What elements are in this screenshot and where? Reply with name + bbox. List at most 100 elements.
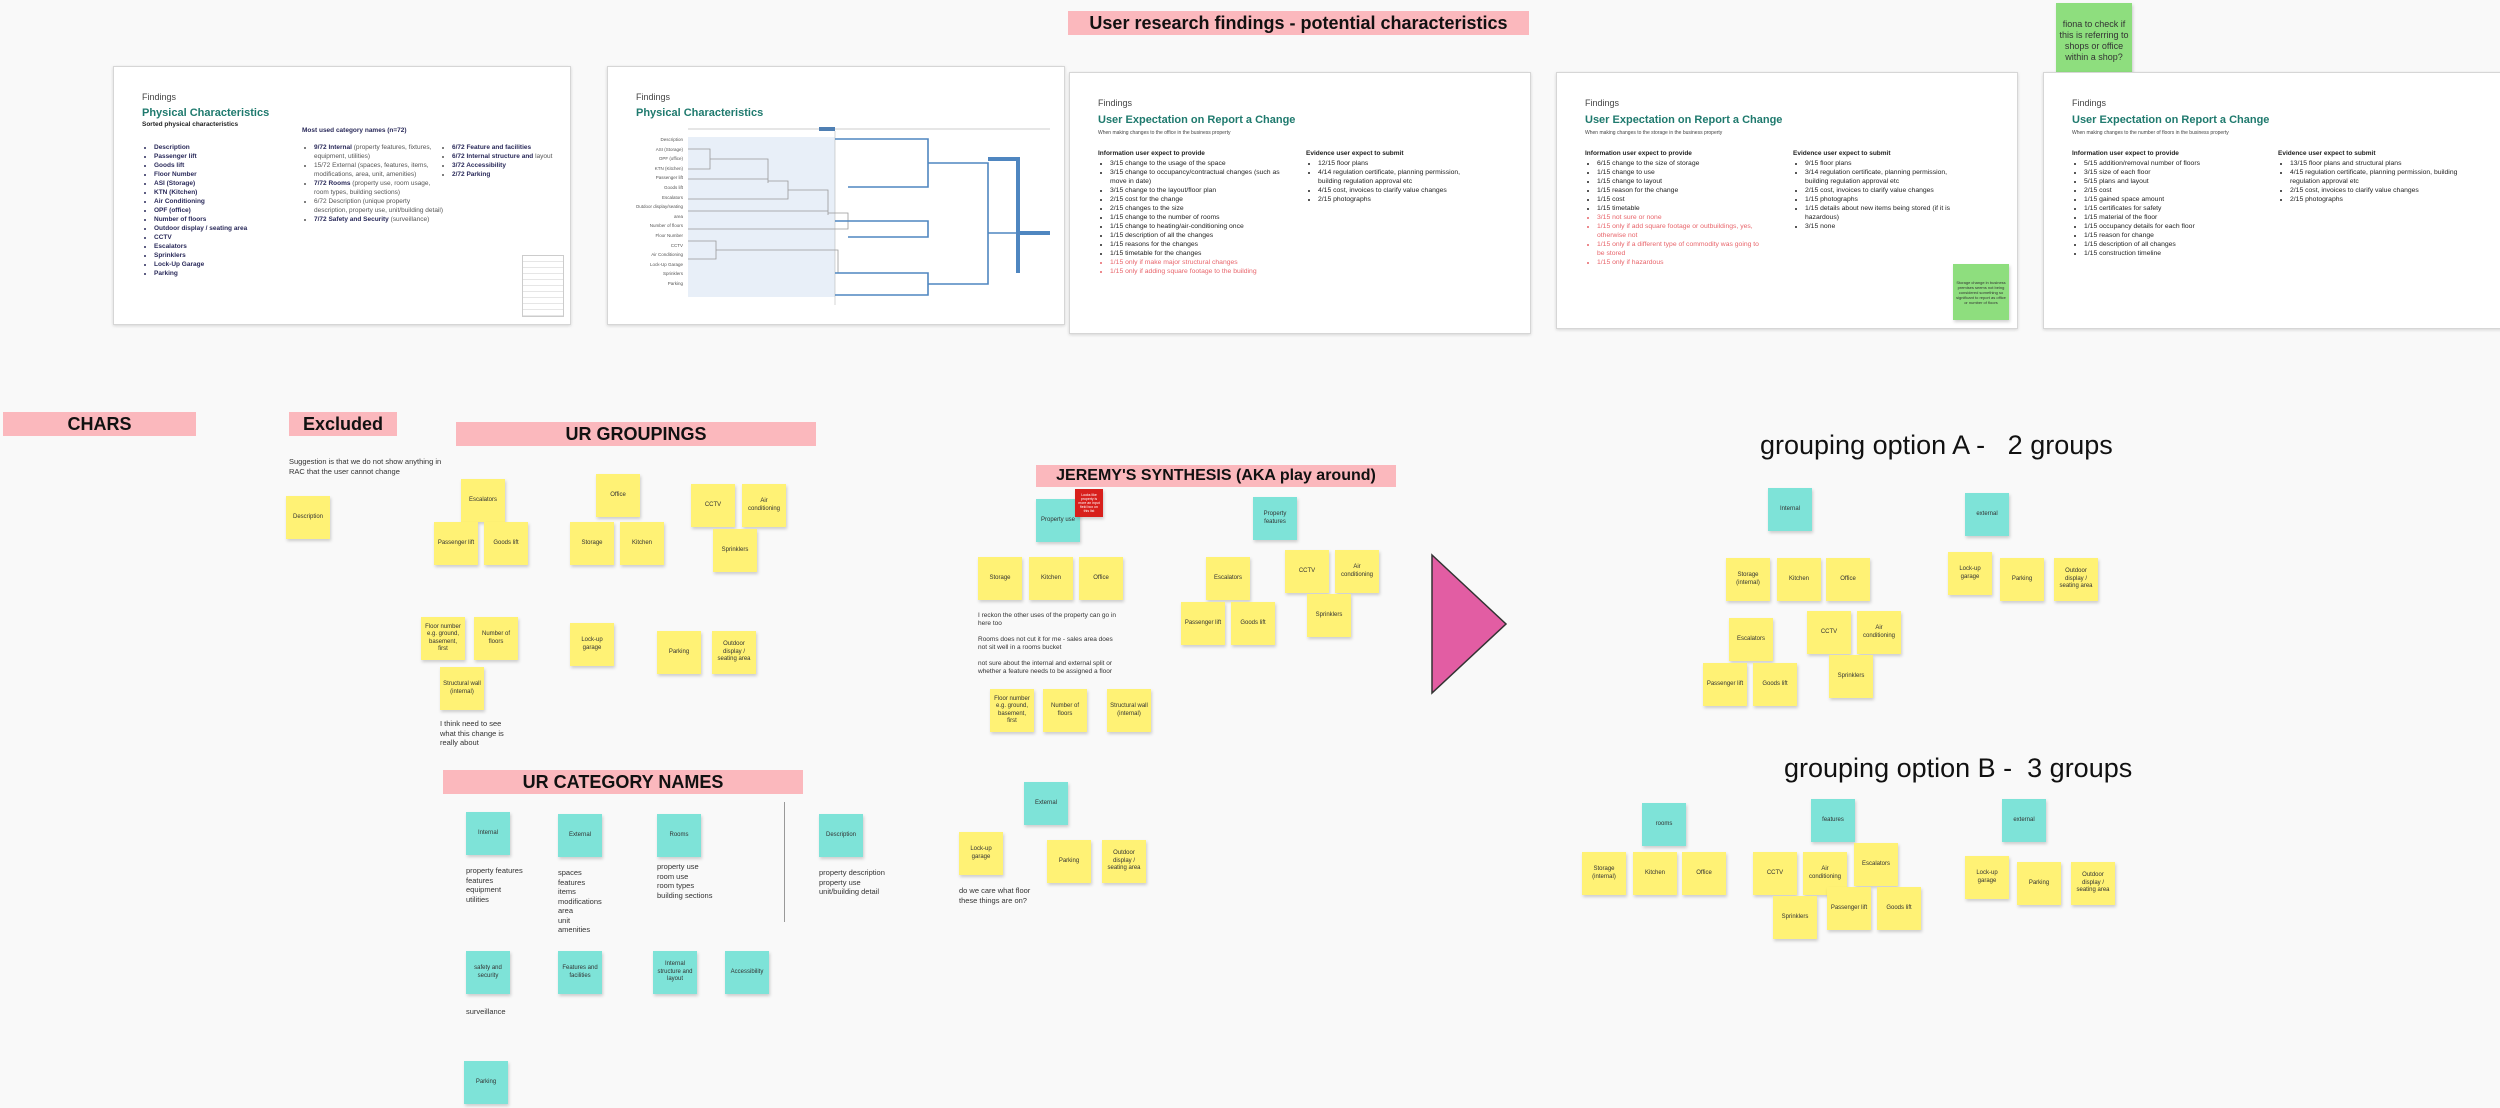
sticky-parking[interactable]: Parking bbox=[657, 631, 701, 674]
sticky-floor-number-j[interactable]: Floor number e.g. ground, basement, firs… bbox=[990, 689, 1034, 732]
sticky-internal[interactable]: Internal bbox=[466, 812, 510, 855]
sticky-escalators-a[interactable]: Escalators bbox=[1729, 618, 1773, 661]
sticky-internal-a[interactable]: Internal bbox=[1768, 488, 1812, 531]
sticky-kitchen-j[interactable]: Kitchen bbox=[1029, 557, 1073, 600]
sticky-external-a[interactable]: external bbox=[1965, 493, 2009, 536]
sticky-passenger-lift-b[interactable]: Passenger lift bbox=[1827, 887, 1871, 930]
list-item: Lock-Up Garage bbox=[154, 260, 304, 269]
sticky-kitchen-b[interactable]: Kitchen bbox=[1633, 852, 1677, 895]
sticky-structural-j[interactable]: Structural wall (internal) bbox=[1107, 689, 1151, 732]
list-item: 1/15 reason for the change bbox=[1597, 186, 1767, 195]
sticky-goods-lift-b[interactable]: Goods lift bbox=[1877, 887, 1921, 930]
sticky-escalators-b[interactable]: Escalators bbox=[1854, 843, 1898, 886]
sticky-parking-category[interactable]: Parking bbox=[464, 1061, 508, 1104]
findings-frame-floors-change[interactable]: Findings User Expectation on Report a Ch… bbox=[2043, 72, 2500, 329]
jeremy-text-3: not sure about the internal and external… bbox=[978, 660, 1113, 675]
findings-frame-storage-change[interactable]: Findings User Expectation on Report a Ch… bbox=[1556, 72, 2018, 329]
sticky-cctv-a[interactable]: CCTV bbox=[1807, 611, 1851, 654]
sticky-goods-lift[interactable]: Goods lift bbox=[484, 522, 528, 565]
list-item: 15/72 External (spaces, features, items,… bbox=[314, 161, 444, 179]
sticky-sprinklers-j[interactable]: Sprinklers bbox=[1307, 594, 1351, 637]
list-item: 1/15 certificates for safety bbox=[2084, 204, 2254, 213]
sticky-air-a[interactable]: Air conditioning bbox=[1857, 611, 1901, 654]
list-item: 3/14 regulation certificate, planning pe… bbox=[1805, 168, 1965, 186]
sticky-kitchen[interactable]: Kitchen bbox=[620, 522, 664, 565]
sticky-passenger-lift[interactable]: Passenger lift bbox=[434, 522, 478, 565]
sticky-kitchen-a[interactable]: Kitchen bbox=[1777, 558, 1821, 601]
sticky-escalators-j[interactable]: Escalators bbox=[1206, 557, 1250, 600]
sticky-lockup-b[interactable]: Lock-up garage bbox=[1965, 856, 2009, 899]
findings-frame-physical-dendrogram[interactable]: Findings Physical Characteristics Descri… bbox=[607, 66, 1065, 325]
sticky-internal-structure[interactable]: Internal structure and layout bbox=[653, 951, 697, 994]
title-banner: User research findings - potential chara… bbox=[1068, 11, 1529, 35]
sticky-floor-number[interactable]: Floor number e.g. ground, basement, firs… bbox=[421, 617, 465, 660]
list-item: KTN (Kitchen) bbox=[154, 188, 304, 197]
sticky-features-b[interactable]: features bbox=[1811, 799, 1855, 842]
sticky-rooms-b[interactable]: rooms bbox=[1642, 803, 1686, 846]
list-item: 1/15 only if a different type of commodi… bbox=[1597, 240, 1767, 258]
sticky-external-j[interactable]: External bbox=[1024, 782, 1068, 825]
sticky-office-b[interactable]: Office bbox=[1682, 852, 1726, 895]
sticky-air-conditioning[interactable]: Air conditioning bbox=[742, 484, 786, 527]
list-item: 1/15 change to use bbox=[1597, 168, 1767, 177]
sticky-lockup-j[interactable]: Lock-up garage bbox=[959, 832, 1003, 875]
sticky-storage-j[interactable]: Storage bbox=[978, 557, 1022, 600]
sticky-safety-security[interactable]: safety and security bbox=[466, 951, 510, 994]
sticky-sprinklers-a[interactable]: Sprinklers bbox=[1829, 655, 1873, 698]
sticky-goods-lift-j[interactable]: Goods lift bbox=[1231, 602, 1275, 645]
sticky-number-floors-j[interactable]: Number of floors bbox=[1043, 689, 1087, 732]
fiona-sticky-note[interactable]: fiona to check if this is referring to s… bbox=[2056, 3, 2132, 79]
sticky-office[interactable]: Office bbox=[596, 474, 640, 517]
dendro-label: Goods lift bbox=[663, 184, 683, 190]
list-item: 1/15 only if add square footage or outbu… bbox=[1597, 222, 1767, 240]
list-item: 2/15 photographs bbox=[1318, 195, 1478, 204]
dendro-label: Passenger lift bbox=[655, 175, 683, 181]
sticky-escalators[interactable]: Escalators bbox=[461, 479, 505, 522]
sticky-sprinklers-b[interactable]: Sprinklers bbox=[1773, 896, 1817, 939]
sticky-cctv-b[interactable]: CCTV bbox=[1753, 852, 1797, 895]
sticky-parking-b[interactable]: Parking bbox=[2017, 862, 2061, 905]
sticky-lockup-garage[interactable]: Lock-up garage bbox=[570, 623, 614, 666]
sticky-red-note[interactable]: Looks like property is more an input fie… bbox=[1075, 489, 1103, 517]
sticky-office-j[interactable]: Office bbox=[1079, 557, 1123, 600]
sticky-features-facilities[interactable]: Features and facilities bbox=[558, 951, 602, 994]
sticky-storage-a[interactable]: Storage (internal) bbox=[1726, 558, 1770, 601]
list-item: 1/15 reason for change bbox=[2084, 231, 2254, 240]
sticky-air-j[interactable]: Air conditioning bbox=[1335, 550, 1379, 593]
sticky-external-b[interactable]: external bbox=[2002, 799, 2046, 842]
sticky-outdoor-a[interactable]: Outdoor display / seating area bbox=[2054, 558, 2098, 601]
sticky-passenger-lift-a[interactable]: Passenger lift bbox=[1703, 663, 1747, 706]
dendro-label: ASI (Storage) bbox=[655, 146, 683, 152]
most-used-col1: 9/72 Internal (property features, fixtur… bbox=[304, 143, 444, 224]
sticky-structural-wall[interactable]: Structural wall (internal) bbox=[440, 667, 484, 710]
findings-frame-office-change[interactable]: Findings User Expectation on Report a Ch… bbox=[1069, 72, 1531, 334]
sticky-outdoor-b[interactable]: Outdoor display / seating area bbox=[2071, 862, 2115, 905]
sticky-cctv-j[interactable]: CCTV bbox=[1285, 550, 1329, 593]
sticky-office-a[interactable]: Office bbox=[1826, 558, 1870, 601]
sticky-property-use[interactable]: Property use bbox=[1036, 499, 1080, 542]
sticky-description-category[interactable]: Description bbox=[819, 814, 863, 857]
sticky-number-of-floors[interactable]: Number of floors bbox=[474, 617, 518, 660]
sticky-storage[interactable]: Storage bbox=[570, 522, 614, 565]
sticky-cctv[interactable]: CCTV bbox=[691, 484, 735, 527]
sticky-storage-b[interactable]: Storage (internal) bbox=[1582, 852, 1626, 895]
list-item: 1/15 description of all changes bbox=[2084, 240, 2254, 249]
sticky-outdoor-display[interactable]: Outdoor display / seating area bbox=[712, 631, 756, 674]
sticky-parking-a[interactable]: Parking bbox=[2000, 558, 2044, 601]
sticky-goods-lift-a[interactable]: Goods lift bbox=[1753, 663, 1797, 706]
sticky-external[interactable]: External bbox=[558, 814, 602, 857]
sticky-passenger-lift-j[interactable]: Passenger lift bbox=[1181, 602, 1225, 645]
frame-title: Physical Characteristics bbox=[636, 107, 764, 119]
frame-kicker: Findings bbox=[142, 92, 177, 102]
sticky-sprinklers[interactable]: Sprinklers bbox=[713, 529, 757, 572]
sticky-outdoor-j[interactable]: Outdoor display / seating area bbox=[1102, 840, 1146, 883]
sticky-description[interactable]: Description bbox=[286, 496, 330, 539]
sticky-rooms[interactable]: Rooms bbox=[657, 814, 701, 857]
sticky-lockup-a[interactable]: Lock-up garage bbox=[1948, 552, 1992, 595]
sticky-accessibility[interactable]: Accessibility bbox=[725, 951, 769, 994]
list-item: 1/15 only if hazardous bbox=[1597, 258, 1767, 267]
sticky-parking-j[interactable]: Parking bbox=[1047, 840, 1091, 883]
sticky-property-features[interactable]: Property features bbox=[1253, 497, 1297, 540]
findings-frame-physical-sorted[interactable]: Findings Physical Characteristics Sorted… bbox=[113, 66, 571, 325]
storage-sticky-note[interactable]: Storage change in business premises seem… bbox=[1953, 264, 2009, 320]
